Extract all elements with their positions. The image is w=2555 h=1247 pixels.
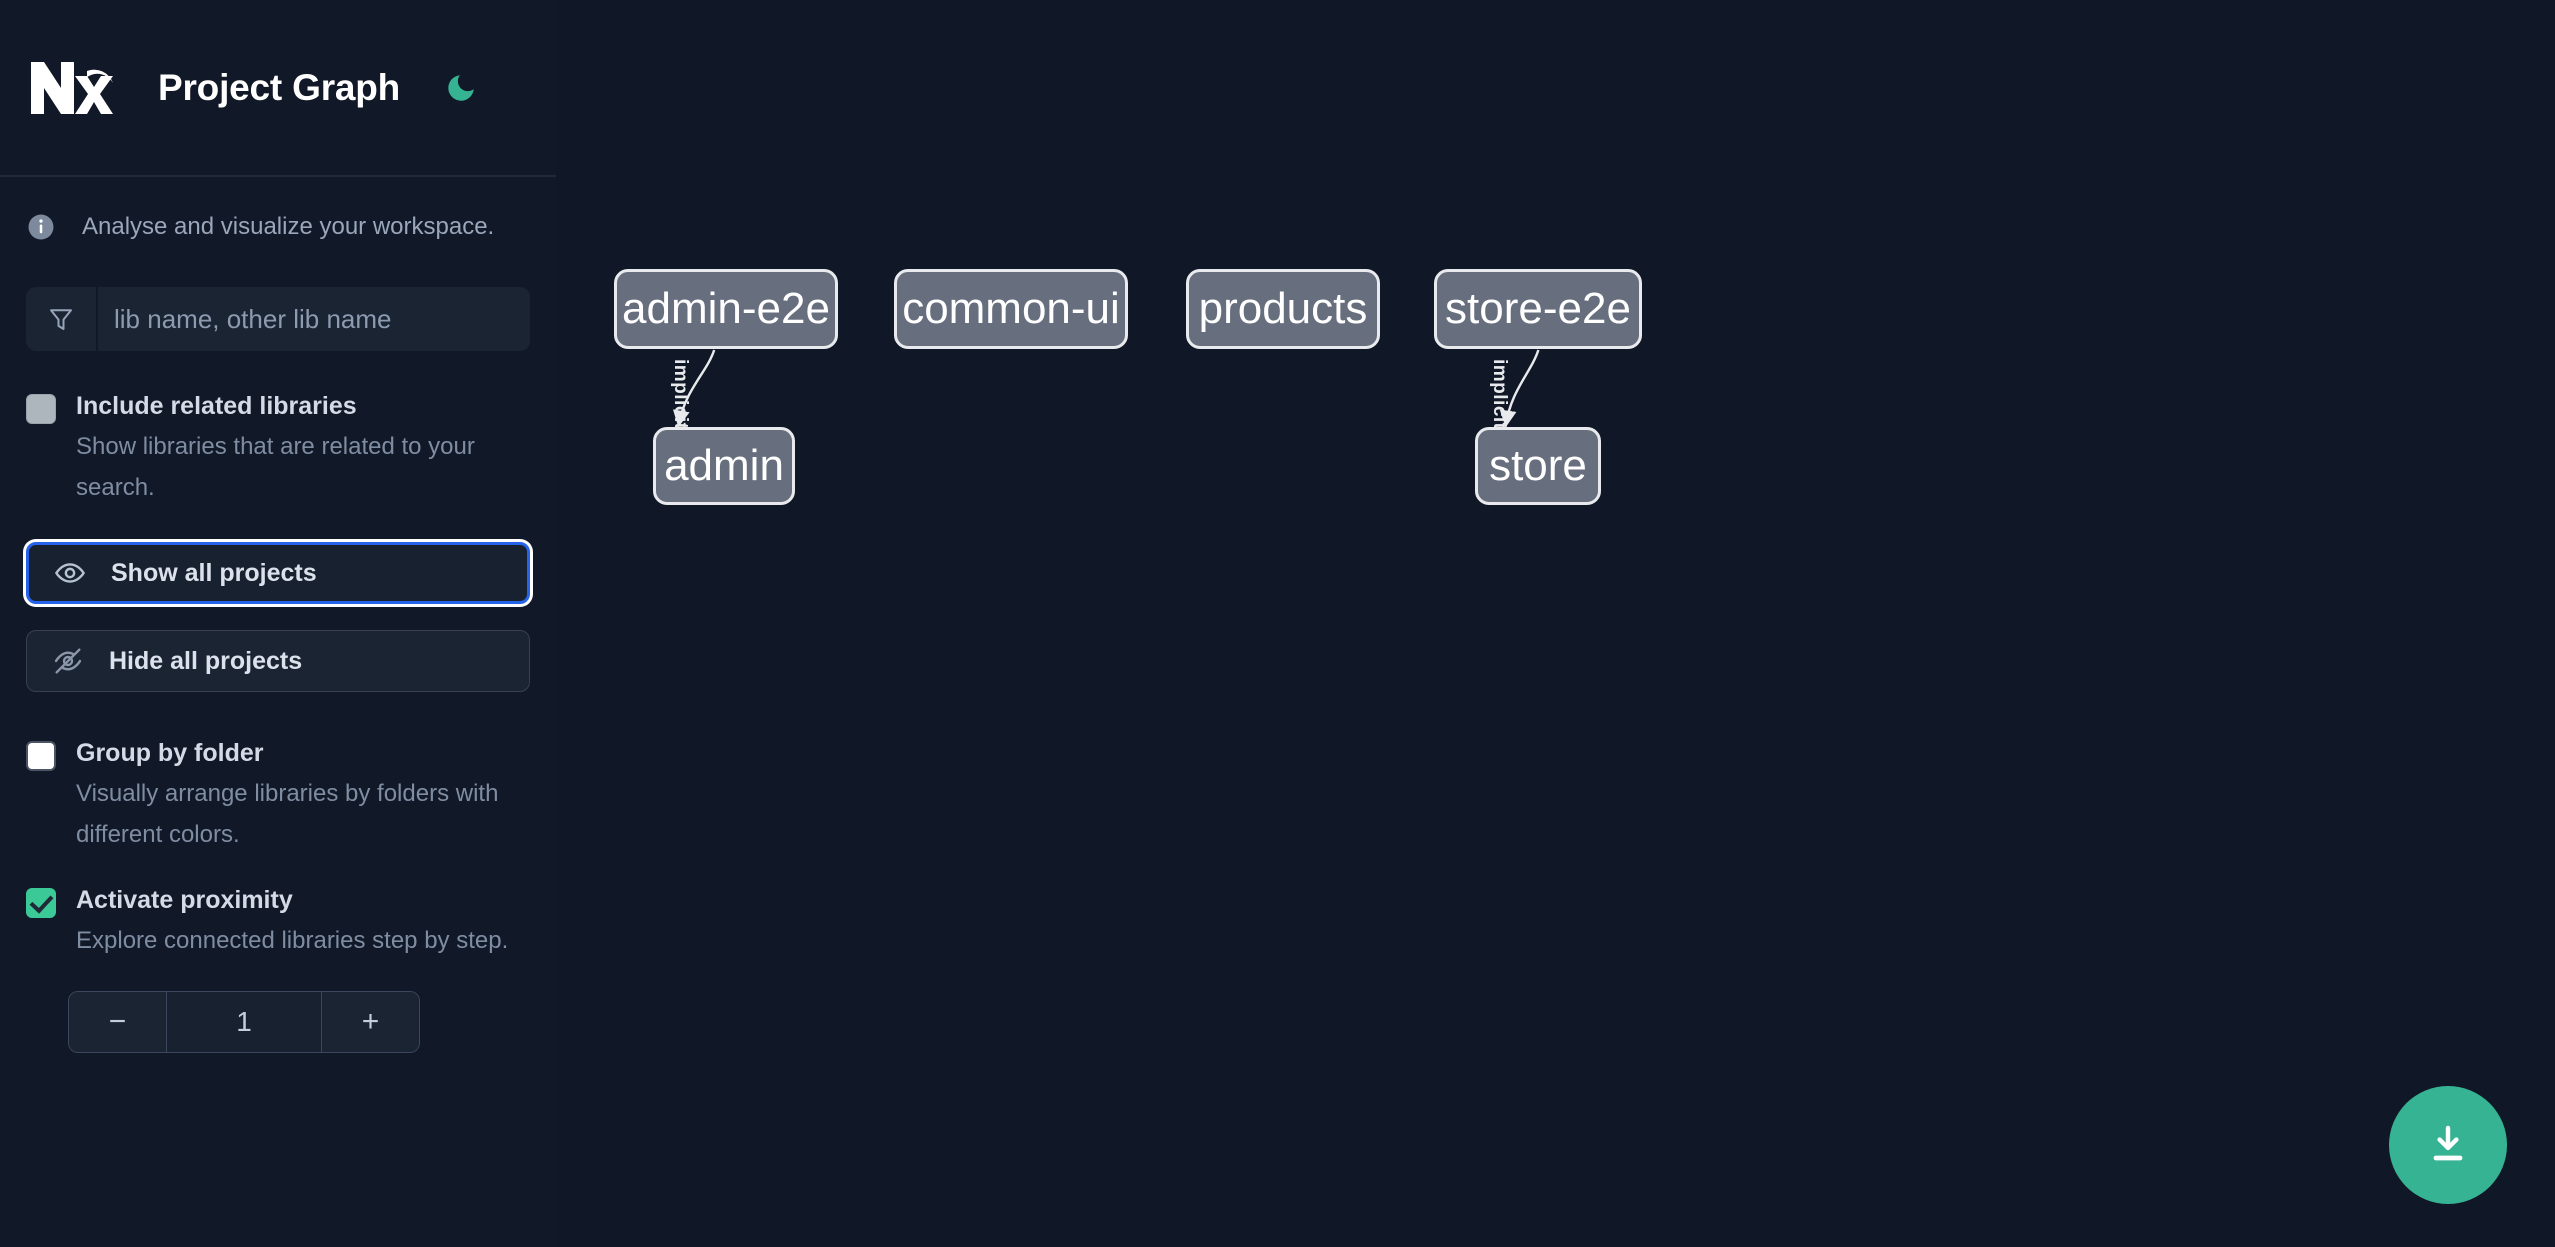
option-label: Include related libraries: [76, 392, 357, 420]
group-by-folder-text: Group by folder Visually arrange librari…: [76, 736, 516, 855]
sidebar-body: Include related libraries Show libraries…: [0, 287, 556, 1053]
activate-proximity-text: Activate proximity Explore connected lib…: [76, 883, 508, 961]
stepper-value: 1: [167, 992, 321, 1052]
nx-logo: [26, 57, 122, 119]
option-description: Show libraries that are related to your …: [76, 433, 475, 501]
info-icon: [26, 212, 56, 242]
show-all-projects-label: Show all projects: [111, 558, 317, 587]
option-activate-proximity[interactable]: Activate proximity Explore connected lib…: [26, 883, 530, 961]
sidebar-header: Project Graph: [0, 0, 556, 177]
graph-edges: [672, 349, 1540, 428]
option-label: Activate proximity: [76, 886, 293, 914]
sidebar: Project Graph Analyse and visualize your…: [0, 0, 556, 1247]
eye-off-icon: [49, 642, 87, 680]
graph-canvas[interactable]: admin-e2e common-ui products store-e2e a…: [556, 0, 2555, 1247]
moon-icon[interactable]: [438, 65, 484, 111]
eye-icon: [51, 554, 89, 592]
graph-node-store-e2e[interactable]: store-e2e: [1434, 269, 1642, 349]
activate-proximity-checkbox[interactable]: [26, 888, 56, 918]
graph-node-admin[interactable]: admin: [653, 427, 795, 505]
filter-funnel-icon: [26, 287, 98, 351]
hide-all-projects-label: Hide all projects: [109, 646, 303, 675]
include-related-libraries-checkbox[interactable]: [26, 394, 56, 424]
include-related-libraries-text: Include related libraries Show libraries…: [76, 389, 516, 508]
sidebar-tagline: Analyse and visualize your workspace.: [0, 177, 556, 277]
option-label: Group by folder: [76, 739, 264, 767]
option-description: Explore connected libraries step by step…: [76, 927, 509, 954]
filter-box[interactable]: [26, 287, 530, 351]
graph-node-products[interactable]: products: [1186, 269, 1380, 349]
tagline-text: Analyse and visualize your workspace.: [82, 213, 495, 240]
option-description: Visually arrange libraries by folders wi…: [76, 780, 499, 848]
edge-label-store-implicit: implicit: [1489, 359, 1510, 430]
show-all-projects-button[interactable]: Show all projects: [26, 542, 530, 604]
search-input[interactable]: [98, 287, 530, 351]
option-include-related-libraries[interactable]: Include related libraries Show libraries…: [26, 389, 530, 508]
graph-node-store[interactable]: store: [1475, 427, 1601, 505]
hide-all-projects-button[interactable]: Hide all projects: [26, 630, 530, 692]
graph-node-admin-e2e[interactable]: admin-e2e: [614, 269, 838, 349]
stepper-decrement-button[interactable]: −: [69, 992, 167, 1052]
download-image-button[interactable]: [2389, 1086, 2507, 1204]
group-by-folder-checkbox[interactable]: [26, 741, 56, 771]
graph-node-common-ui[interactable]: common-ui: [894, 269, 1128, 349]
download-icon: [2424, 1120, 2472, 1171]
edge-label-admin-implicit: implicit: [670, 359, 691, 430]
option-group-by-folder[interactable]: Group by folder Visually arrange librari…: [26, 736, 530, 855]
stepper-increment-button[interactable]: +: [321, 992, 419, 1052]
edge-store-e2e-store: [1499, 349, 1540, 428]
proximity-stepper[interactable]: − 1 +: [68, 991, 420, 1053]
page-title: Project Graph: [158, 66, 401, 108]
